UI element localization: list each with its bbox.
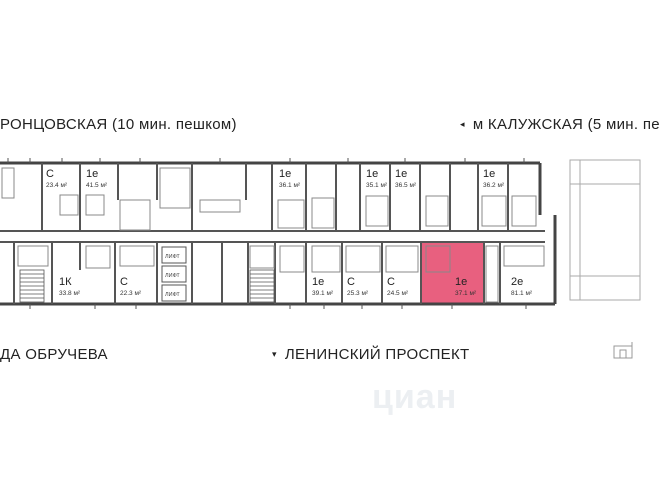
apt-7-area: 33.8 м² xyxy=(59,290,81,297)
partition-walls-top xyxy=(41,163,509,231)
apt-6-type: 1е xyxy=(483,168,496,180)
corridor-walls xyxy=(0,230,545,243)
apt-13-area: 81.1 м² xyxy=(511,290,533,297)
apt-6-area: 36.2 м² xyxy=(483,182,505,189)
lift-2-label: ЛИФТ xyxy=(165,273,180,279)
building-marker-icon xyxy=(613,342,633,359)
apt-3-area: 36.1 м² xyxy=(279,182,301,189)
apt-7-type: 1К xyxy=(59,276,72,288)
apt-1-area: 23.4 м² xyxy=(46,182,68,189)
direction-down-icon: ▾ xyxy=(272,349,277,359)
window-ticks xyxy=(7,158,527,309)
apt-9-type: 1е xyxy=(312,276,325,288)
apt-8-type: С xyxy=(120,276,128,288)
apt-10-area: 25.3 м² xyxy=(347,290,369,297)
lift-3-label: ЛИФТ xyxy=(165,292,180,298)
floor-plan: ЛИФТ ЛИФТ ЛИФТ xyxy=(0,158,641,359)
direction-left-icon: ◂ xyxy=(460,119,465,129)
lift-1-label: ЛИФТ xyxy=(165,254,180,260)
street-label-top-right: ◂м КАЛУЖСКАЯ (5 мин. пе xyxy=(460,116,660,133)
apt-5-type: 1е xyxy=(395,168,408,180)
apt-10-type: С xyxy=(347,276,355,288)
apt-4-area: 35.1 м² xyxy=(366,182,388,189)
stairs-left xyxy=(19,269,45,303)
bathroom-walls xyxy=(1,167,545,303)
highlighted-apartment[interactable] xyxy=(421,242,484,304)
apt-11-area: 24.5 м² xyxy=(387,290,409,297)
apt-3-type: 1е xyxy=(279,168,292,180)
partition-walls-bottom xyxy=(13,242,501,304)
lift-3 xyxy=(161,284,187,302)
watermark: циан xyxy=(372,378,458,416)
lift-block: ЛИФТ ЛИФТ ЛИФТ xyxy=(161,246,187,302)
street-label-bottom-left: ДА ОБРУЧЕВА xyxy=(0,346,108,363)
apt-12-area: 37.1 м² xyxy=(455,290,477,297)
apt-2-area: 41.5 м² xyxy=(86,182,108,189)
street-label-bottom-center: ▾ЛЕНИНСКИЙ ПРОСПЕКТ xyxy=(272,346,470,363)
neighbour-building xyxy=(569,159,641,301)
apt-11-type: С xyxy=(387,276,395,288)
apt-13-type: 2е xyxy=(511,276,524,288)
lift-1 xyxy=(161,246,187,264)
apt-1-type: С xyxy=(46,168,54,180)
apt-5-area: 36.5 м² xyxy=(395,182,417,189)
apt-4-type: 1е xyxy=(366,168,379,180)
apt-12-type[interactable]: 1е xyxy=(455,276,468,288)
apt-8-area: 22.3 м² xyxy=(120,290,142,297)
apt-9-area: 39.1 м² xyxy=(312,290,334,297)
apt-2-type: 1е xyxy=(86,168,99,180)
lift-2 xyxy=(161,265,187,283)
street-label-top-left: РОНЦОВСКАЯ (10 мин. пешком) xyxy=(0,116,237,133)
stairs-right xyxy=(249,269,275,303)
